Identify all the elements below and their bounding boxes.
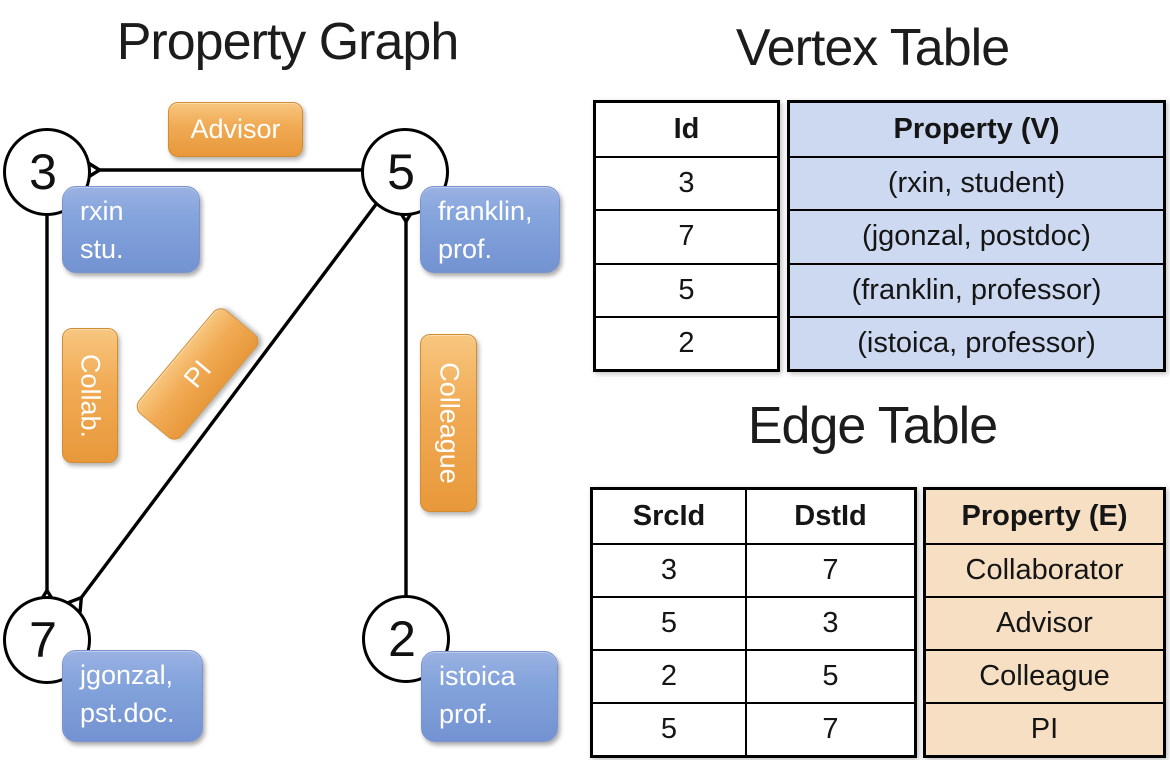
vertex-label-rxin-line1: rxin: [80, 196, 124, 226]
vertex-table-property-cell: (rxin, student): [790, 156, 1163, 209]
edge-label-advisor: Advisor: [168, 102, 303, 157]
property-graph-title: Property Graph: [116, 13, 460, 71]
edge-table-header-srcid: SrcId: [632, 500, 706, 532]
node-7-id: 7: [29, 612, 57, 668]
vertex-label-istoica-line2: prof.: [439, 699, 494, 729]
vertex-table-title: Vertex Table: [735, 19, 1010, 77]
vertex-label-rxin-line2: stu.: [80, 234, 124, 264]
edge-table-property-cell: PI: [926, 702, 1163, 755]
edge-table-dstid-cell: 7: [745, 543, 914, 596]
edge-table-header-dstid: DstId: [745, 490, 914, 543]
edge-table-srcid-cell: 5: [593, 702, 745, 755]
node-3-id: 3: [29, 144, 57, 200]
vertex-table-header-id: Id: [673, 113, 700, 146]
edge-table-dstid-cell: 3: [745, 596, 914, 649]
node-2-id: 2: [388, 611, 416, 667]
graph-node-3: 3: [3, 128, 91, 216]
vertex-label-jgonzal-line2: pst.doc.: [80, 698, 175, 728]
edge-label-advisor-text: Advisor: [190, 114, 281, 144]
edge-table-srcid-cell: 2: [593, 649, 745, 702]
vertex-table-id-column: Id 3 7 5 2: [593, 100, 780, 372]
vertex-label-franklin: franklin, prof.: [420, 186, 560, 273]
vertex-table-property-cell: (franklin, professor): [790, 262, 1163, 316]
edge-table-srcid-cell: 3: [593, 543, 745, 596]
graph-node-5: 5: [361, 128, 449, 216]
edge-table-property-cell: Advisor: [926, 596, 1163, 649]
edge-table-header-property: Property (E): [961, 500, 1128, 532]
vertex-label-jgonzal-line1: jgonzal,: [80, 660, 174, 690]
vertex-label-istoica-line1: istoica: [439, 661, 516, 691]
vertex-table-id-cell: 3: [596, 156, 777, 209]
vertex-label-rxin: rxin stu.: [62, 186, 200, 273]
edge-table-id-columns: SrcId DstId 3 7 5 3 2 5 5 7: [590, 487, 917, 758]
edge-label-colleague-text: Colleague: [434, 362, 464, 484]
vertex-label-franklin-line1: franklin,: [438, 196, 533, 226]
edge-label-collab-text: Collab.: [75, 353, 106, 438]
edge-table-property-cell: Colleague: [926, 649, 1163, 702]
node-5-id: 5: [387, 144, 415, 200]
vertex-table-header-property: Property (V): [893, 113, 1060, 146]
edge-table-srcid-cell: 5: [593, 596, 745, 649]
edge-table-property-column: Property (E) Collaborator Advisor Collea…: [923, 487, 1166, 758]
vertex-table-property-cell: (jgonzal, postdoc): [790, 209, 1163, 262]
vertex-table-property-cell: (istoica, professor): [790, 315, 1163, 369]
edge-table-property-cell: Collaborator: [926, 543, 1163, 596]
edge-label-pi-text: PI: [177, 354, 217, 394]
edge-label-collab: Collab.: [62, 328, 118, 463]
edge-table-title: Edge Table: [747, 397, 998, 455]
vertex-label-istoica: istoica prof.: [421, 651, 558, 742]
vertex-table-id-cell: 2: [596, 315, 777, 369]
vertex-label-jgonzal: jgonzal, pst.doc.: [62, 650, 203, 742]
edge-label-pi: PI: [132, 304, 263, 444]
edge-label-colleague: Colleague: [420, 334, 477, 512]
vertex-table-id-cell: 7: [596, 209, 777, 262]
edge-table-dstid-cell: 5: [745, 649, 914, 702]
vertex-label-franklin-line2: prof.: [438, 234, 493, 264]
vertex-table-property-column: Property (V) (rxin, student) (jgonzal, p…: [787, 100, 1166, 372]
vertex-table-id-cell: 5: [596, 262, 777, 316]
edge-table-dstid-cell: 7: [745, 702, 914, 755]
